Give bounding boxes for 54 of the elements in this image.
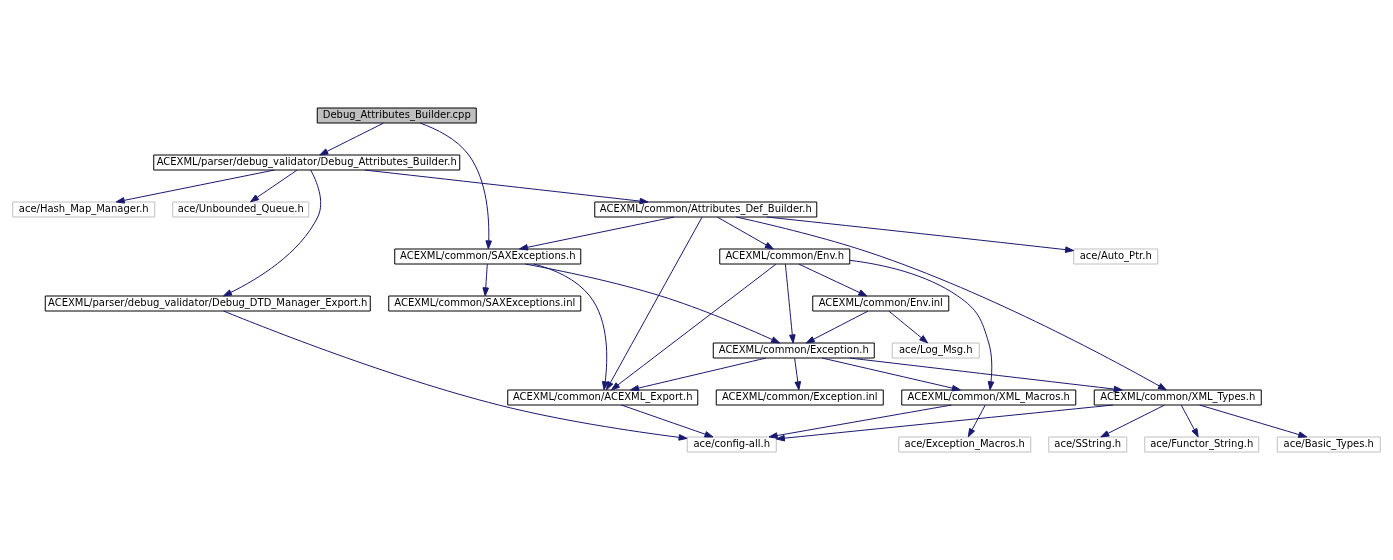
- node-box: ace/Exception_Macros.h: [898, 436, 1032, 453]
- arrow: [888, 310, 929, 344]
- arrow: [798, 263, 868, 297]
- arrow: [606, 216, 703, 391]
- arrow: [967, 404, 986, 438]
- arrow: [784, 263, 796, 344]
- arrow: [735, 216, 1167, 391]
- node-box: ace/SString.h: [1048, 436, 1128, 453]
- arrow: [319, 122, 384, 156]
- node-box: ace/Auto_Ptr.h: [1073, 248, 1159, 265]
- node-box: ace/config-all.h: [686, 436, 777, 453]
- node-box: ACEXML/common/Exception.inl: [715, 389, 884, 406]
- arrow: [1199, 404, 1308, 438]
- node-box: ACEXML/common/Env.h: [719, 248, 851, 265]
- arrow: [524, 263, 781, 344]
- node-box: ACEXML/parser/debug_validator/Debug_Attributes_Builder.h: [153, 154, 461, 171]
- arrow: [519, 216, 675, 251]
- arrow: [115, 169, 275, 204]
- node-box: ACEXML/common/XML_Macros.h: [901, 389, 1077, 406]
- node-box: ace/Log_Msg.h: [891, 342, 980, 359]
- node-box: ACEXML/common/Env.inl: [812, 295, 950, 312]
- arrow: [768, 404, 952, 439]
- arrow: [849, 259, 995, 391]
- arrow: [1180, 404, 1199, 438]
- arrow: [630, 357, 767, 392]
- node-box: ACEXML/common/SAXExceptions.inl: [388, 295, 582, 312]
- arrow: [250, 169, 298, 203]
- arrow: [364, 169, 649, 205]
- node-box: Debug_Attributes_Builder.cpp: [316, 107, 477, 124]
- arrow: [716, 216, 774, 250]
- arrow: [419, 122, 492, 250]
- arrow: [533, 263, 609, 391]
- node-box: ACEXML/common/ACEXML_Export.h: [507, 389, 699, 406]
- node-box: ACEXML/common/XML_Types.h: [1093, 389, 1262, 406]
- node-box: ACEXML/parser/debug_validator/Debug_DTD_Manager_Export.h: [44, 295, 371, 312]
- node-box: ace/Basic_Types.h: [1276, 436, 1381, 453]
- arrow: [805, 310, 869, 344]
- arrow: [482, 263, 489, 297]
- node-box: ACEXML/common/Exception.h: [712, 342, 875, 359]
- arrow: [610, 263, 777, 391]
- arrow: [621, 404, 714, 438]
- node-box: ace/Functor_String.h: [1144, 436, 1260, 453]
- node-box: ACEXML/common/Attributes_Def_Builder.h: [594, 201, 818, 218]
- arrow: [821, 357, 961, 392]
- arrow: [775, 404, 1114, 442]
- arrow: [849, 357, 1123, 393]
- arrow: [223, 310, 688, 441]
- arrow: [794, 357, 802, 391]
- node-box: ace/Unbounded_Queue.h: [172, 201, 310, 218]
- arrow: [223, 169, 322, 297]
- arrow: [766, 216, 1075, 253]
- node-box: ace/Hash_Map_Manager.h: [12, 201, 156, 218]
- node-box: ACEXML/common/SAXExceptions.h: [394, 248, 582, 265]
- arrow: [1100, 404, 1165, 438]
